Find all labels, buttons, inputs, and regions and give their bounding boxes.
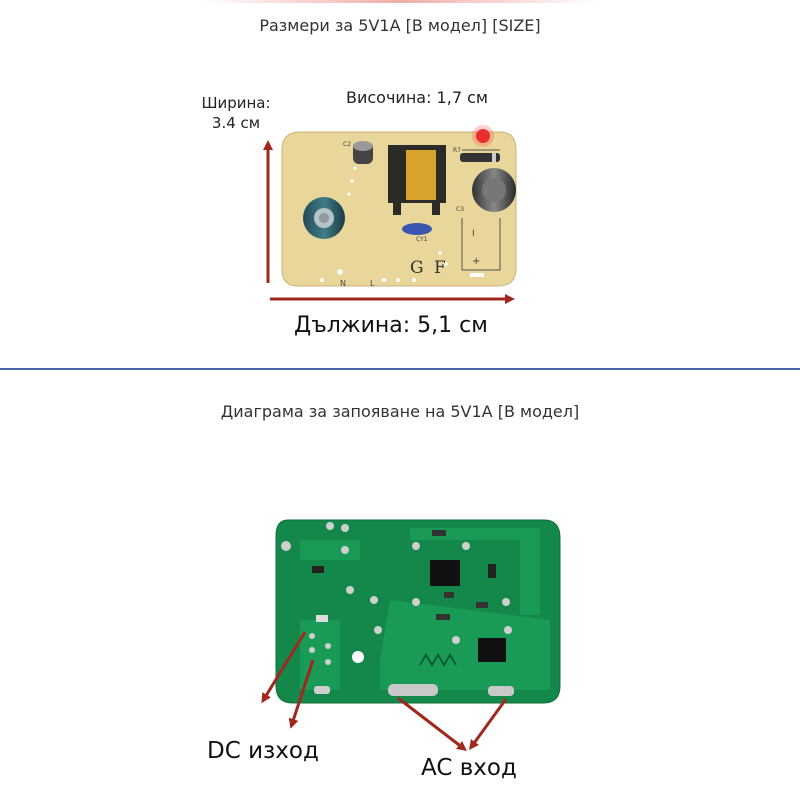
svg-text:C2: C2 bbox=[343, 141, 351, 148]
led-indicator bbox=[472, 125, 494, 147]
size-section-title: Размери за 5V1A [B модел] [SIZE] bbox=[259, 16, 541, 35]
svg-text:G: G bbox=[410, 258, 424, 278]
svg-text:L: L bbox=[370, 279, 375, 288]
ac-arrow-2 bbox=[469, 698, 508, 751]
dc-arrow-2 bbox=[288, 659, 315, 729]
ac-input-label: AC вход bbox=[421, 755, 517, 781]
svg-text:I: I bbox=[472, 229, 475, 239]
transformer bbox=[388, 145, 446, 215]
output-capacitor bbox=[472, 168, 516, 212]
bridge-rectifier bbox=[478, 638, 506, 662]
soldering-section-title: Диаграма за запояване на 5V1A [B модел] bbox=[220, 402, 580, 421]
svg-text:F: F bbox=[434, 258, 446, 278]
electrolytic-capacitor-small bbox=[353, 141, 373, 164]
ac-arrow-1 bbox=[397, 696, 467, 752]
controller-ic bbox=[430, 560, 460, 586]
width-label-value: 3.4 см bbox=[211, 114, 261, 132]
svg-text:C3: C3 bbox=[456, 206, 464, 213]
green-pcb bbox=[275, 519, 561, 704]
svg-text:+: + bbox=[472, 256, 480, 267]
dc-output-label: DC изход bbox=[207, 738, 319, 764]
electrolytic-capacitor-large bbox=[303, 197, 345, 239]
width-label-title: Ширина: bbox=[201, 94, 271, 112]
top-accent-line bbox=[200, 0, 600, 3]
svg-text:N: N bbox=[340, 279, 346, 288]
svg-text:R7: R7 bbox=[453, 147, 461, 154]
dc-arrow-1 bbox=[261, 631, 307, 704]
section-divider bbox=[0, 368, 800, 370]
width-dimension-label: Ширина: 3.4 см bbox=[196, 93, 276, 133]
svg-text:CY1: CY1 bbox=[416, 236, 428, 243]
y-capacitor bbox=[402, 223, 432, 235]
beige-pcb: I + G F N L C2 CY1 R7 C3 bbox=[281, 125, 517, 288]
length-dimension-label: Дължина: 5,1 см bbox=[294, 313, 488, 338]
height-dimension-label: Височина: 1,7 см bbox=[346, 88, 488, 107]
diode bbox=[460, 153, 500, 162]
